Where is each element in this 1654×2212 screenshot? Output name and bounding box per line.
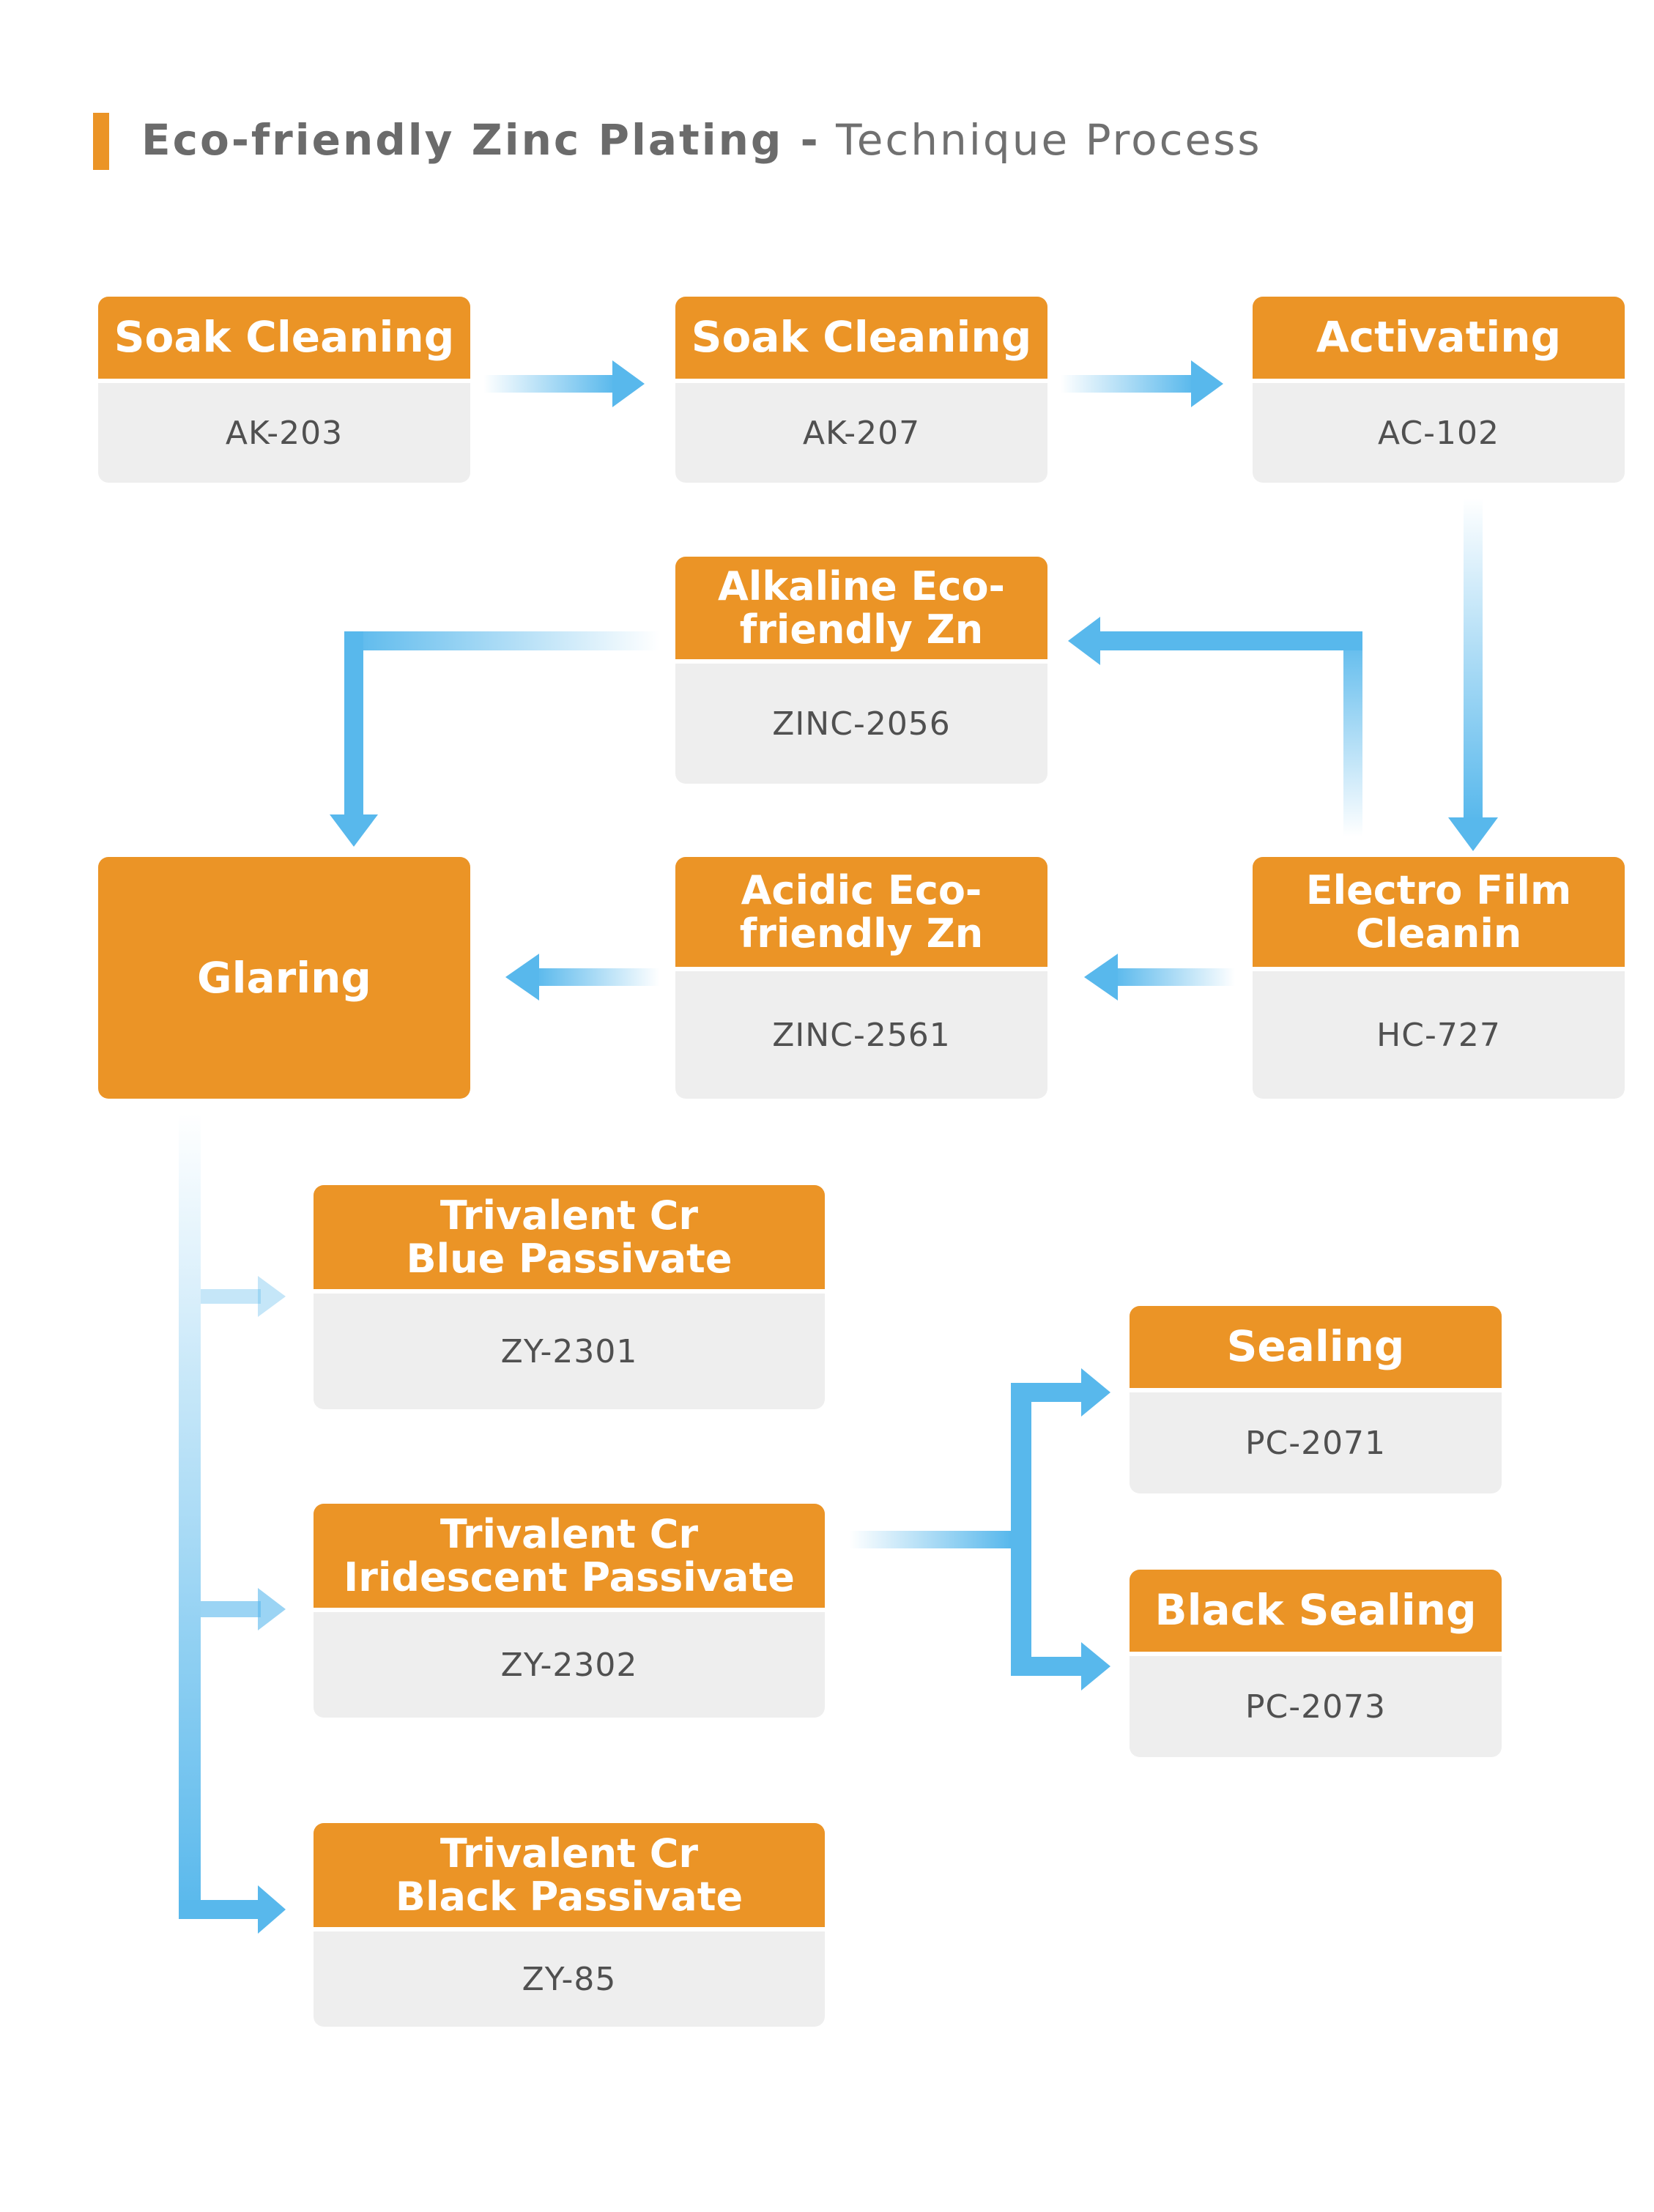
step-title: Trivalent Cr Iridescent Passivate	[314, 1504, 825, 1612]
step-black-sealing: Black Sealing PC-2073	[1130, 1570, 1502, 1757]
title-accent-bar	[93, 113, 109, 170]
step-title: Electro Film Cleanin	[1253, 857, 1625, 971]
step-black-passivate: Trivalent Cr Black Passivate ZY-85	[314, 1823, 825, 2027]
step-glaring: Glaring	[98, 857, 470, 1099]
step-code: ZY-2302	[500, 1646, 638, 1684]
step-title: Black Sealing	[1130, 1570, 1502, 1656]
step-title: Trivalent Cr Blue Passivate	[314, 1185, 825, 1294]
step-electro-film: Electro Film Cleanin HC-727	[1253, 857, 1625, 1099]
step-title: Trivalent Cr Black Passivate	[314, 1823, 825, 1931]
arrow-soak1-to-soak2	[483, 360, 645, 407]
step-title: Soak Cleaning	[675, 297, 1047, 383]
title-light: Technique Process	[836, 115, 1262, 165]
step-sealing: Sealing PC-2071	[1130, 1306, 1502, 1493]
arrow-electro-to-acidic	[1084, 954, 1235, 1001]
step-code: AK-203	[225, 414, 344, 452]
arrow-activating-to-electro	[1448, 498, 1498, 851]
step-code: ZINC-2056	[772, 705, 951, 743]
step-code: ZY-85	[522, 1960, 617, 1998]
step-soak-cleaning-1: Soak Cleaning AK-203	[98, 297, 470, 483]
step-title: Activating	[1253, 297, 1625, 383]
step-code: AK-207	[802, 414, 921, 452]
step-code: ZINC-2561	[772, 1016, 951, 1054]
arrow-alkaline-to-glaring	[330, 631, 659, 847]
step-alkaline-zn: Alkaline Eco- friendly Zn ZINC-2056	[675, 557, 1047, 784]
step-title: Acidic Eco- friendly Zn	[675, 857, 1047, 971]
page-title: Eco-friendly Zinc Plating - Technique Pr…	[141, 110, 1262, 170]
arrow-electro-to-alkaline	[1068, 617, 1362, 836]
step-activating: Activating AC-102	[1253, 297, 1625, 483]
step-code: HC-727	[1376, 1016, 1501, 1054]
arrow-glaring-to-passivates	[179, 1113, 286, 1934]
step-code: PC-2073	[1245, 1688, 1387, 1726]
step-soak-cleaning-2: Soak Cleaning AK-207	[675, 297, 1047, 483]
step-acidic-zn: Acidic Eco- friendly Zn ZINC-2561	[675, 857, 1047, 1099]
arrow-soak2-to-activating	[1061, 360, 1223, 407]
step-title: Glaring	[197, 953, 371, 1003]
title-bold: Eco-friendly Zinc Plating -	[141, 115, 820, 165]
arrow-iridescent-to-sealing	[850, 1368, 1110, 1690]
arrow-acidic-to-glaring	[505, 954, 659, 1001]
step-blue-passivate: Trivalent Cr Blue Passivate ZY-2301	[314, 1185, 825, 1409]
step-code: AC-102	[1378, 414, 1499, 452]
step-code: PC-2071	[1245, 1424, 1387, 1462]
step-title: Sealing	[1130, 1306, 1502, 1392]
step-code: ZY-2301	[500, 1332, 638, 1370]
step-title: Soak Cleaning	[98, 297, 470, 383]
step-iridescent-passivate: Trivalent Cr Iridescent Passivate ZY-230…	[314, 1504, 825, 1718]
step-title: Alkaline Eco- friendly Zn	[675, 557, 1047, 664]
